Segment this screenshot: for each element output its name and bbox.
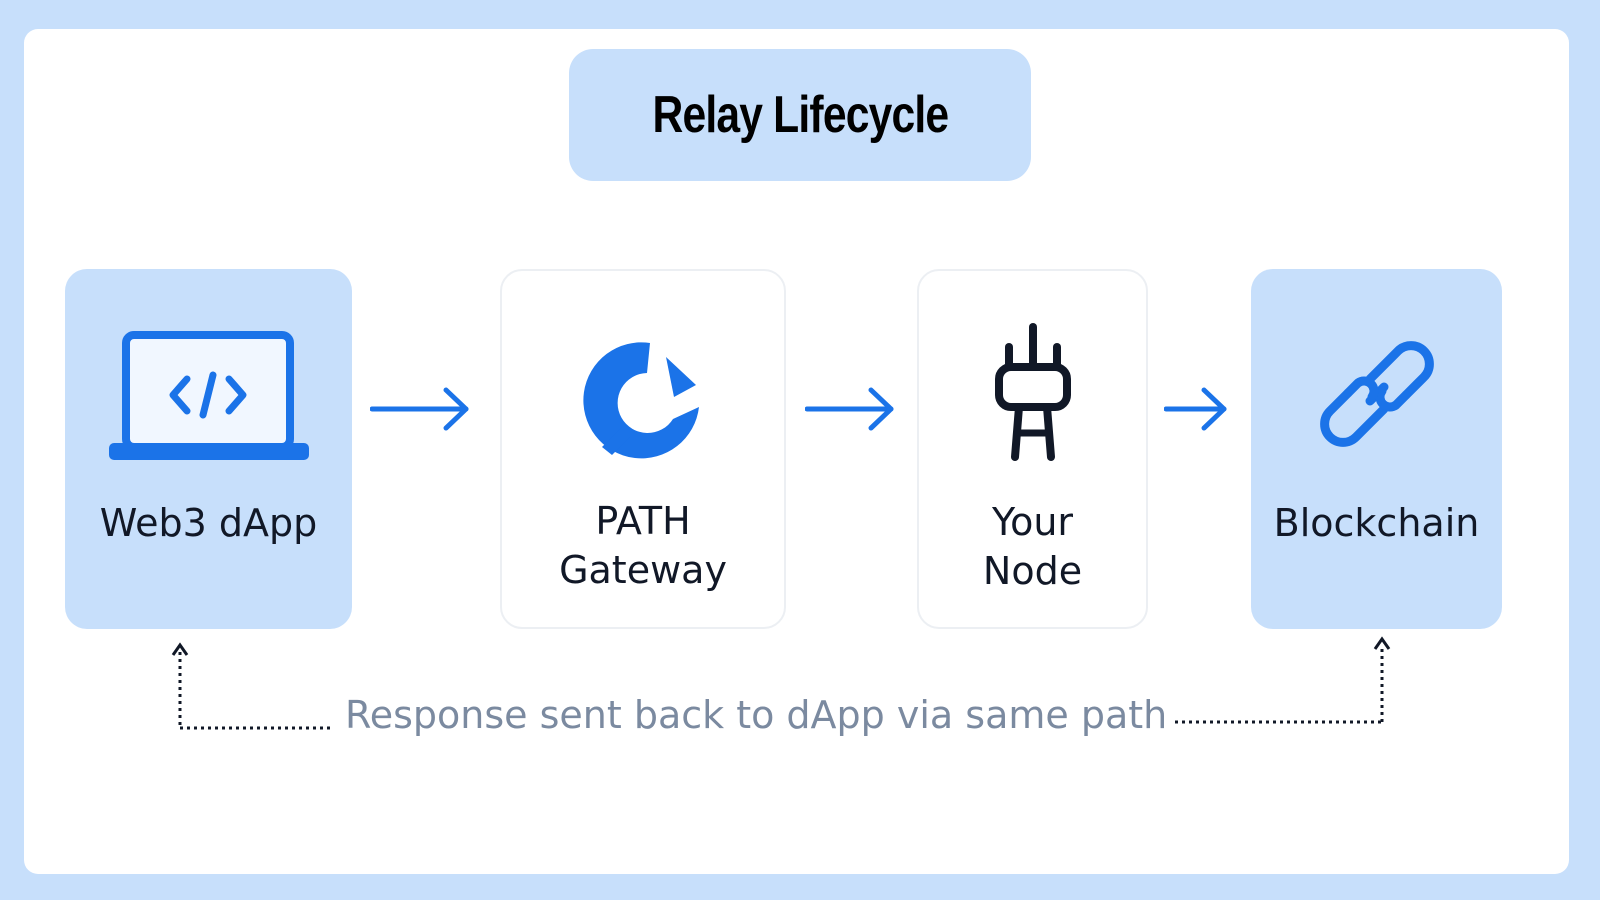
title-box: Relay Lifecycle xyxy=(569,49,1031,181)
arrow-right-icon xyxy=(1164,387,1227,431)
node-label: PATH Gateway xyxy=(559,499,727,592)
laptop-code-icon xyxy=(65,331,352,463)
return-note: Response sent back to dApp via same path xyxy=(345,693,1168,737)
arrow-right-icon xyxy=(805,387,894,431)
node-label: Web3 dApp xyxy=(99,501,318,545)
node-web3-dapp: Web3 dApp xyxy=(65,269,352,629)
diagram-title: Relay Lifecycle xyxy=(652,86,949,144)
arrow-right-icon xyxy=(370,387,469,431)
node-label: Blockchain xyxy=(1273,501,1480,545)
chain-link-icon xyxy=(1251,329,1502,459)
node-blockchain: Blockchain xyxy=(1251,269,1502,629)
path-logo-icon xyxy=(502,339,784,464)
node-path-gateway: PATH Gateway xyxy=(500,269,786,629)
plug-icon xyxy=(919,323,1146,463)
node-your-node: Your Node xyxy=(917,269,1148,629)
node-label: Your Node xyxy=(982,500,1083,593)
